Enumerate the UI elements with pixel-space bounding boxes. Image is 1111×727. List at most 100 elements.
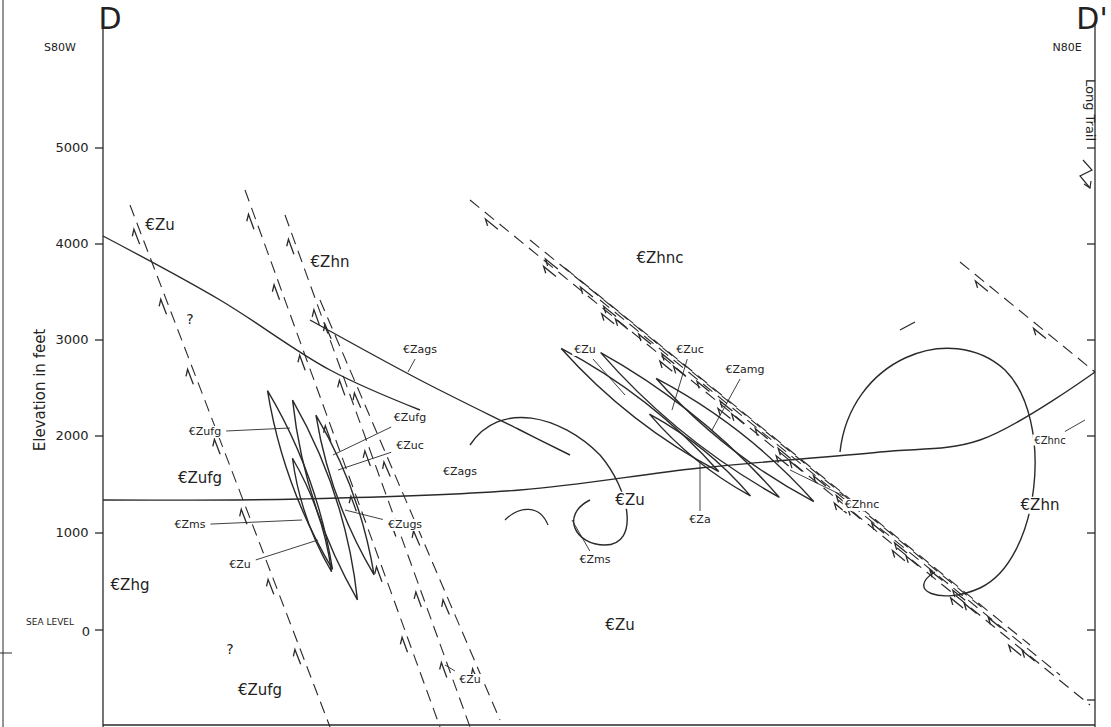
fault-motion-arrow <box>930 570 942 580</box>
fault-line <box>130 205 330 727</box>
fault-motion-arrow <box>718 408 730 418</box>
unit-label: €Zufg <box>176 470 224 487</box>
axis-tick <box>1087 699 1095 700</box>
unit-label: €Zufg <box>392 412 428 424</box>
place-label: Long Trail <box>1083 77 1097 143</box>
fault-motion-arrow <box>893 551 905 561</box>
fault-motion-arrow <box>412 531 420 546</box>
fault-motion-arrow <box>988 618 1000 628</box>
fault-motion-arrow <box>602 314 614 324</box>
leader-line <box>226 428 290 431</box>
fault-motion-arrow <box>674 366 686 376</box>
axis-tick <box>95 435 103 436</box>
fault-motion-arrow <box>247 214 254 229</box>
unit-label: €Zufg <box>187 426 223 438</box>
leader-line <box>445 665 455 671</box>
leader-line <box>338 452 391 470</box>
section-end-letter: D' <box>1074 2 1109 35</box>
leader-line <box>672 359 687 410</box>
ground-surface <box>103 372 1095 500</box>
axis-tick <box>1087 435 1095 436</box>
fault-motion-arrow <box>324 324 332 339</box>
direction-label: S80W <box>42 42 78 54</box>
leader-line <box>700 462 701 511</box>
location-arrow <box>1080 160 1092 188</box>
unit-label: €Zhn <box>309 254 352 271</box>
location-arrow <box>1084 181 1091 188</box>
unit-label: €Zhn <box>1019 497 1062 514</box>
fault-motion-arrow <box>400 637 407 652</box>
leader-line <box>345 510 383 519</box>
fault-motion-arrow <box>1034 328 1046 338</box>
fault-motion-arrow <box>414 592 421 607</box>
axis-tick-label: 4000 <box>53 237 90 251</box>
direction-label: N80E <box>1050 42 1083 54</box>
fault-motion-arrow <box>324 426 331 441</box>
leader-line <box>572 520 590 551</box>
unit-label: €Zugs <box>386 519 424 531</box>
axis-tick <box>95 147 103 148</box>
axis-tick <box>95 243 103 244</box>
leader-line <box>712 379 740 430</box>
unit-label: €Zu <box>143 217 176 234</box>
unit-label: €Zms <box>173 519 208 531</box>
leader-line <box>210 520 302 524</box>
frame-line <box>103 724 1095 725</box>
fold-outline <box>840 348 1035 596</box>
axis-tick-label: 5000 <box>53 141 90 155</box>
axis-line <box>102 22 103 727</box>
page-edge-line <box>3 0 4 727</box>
unit-label: €Zhnc <box>843 499 882 511</box>
fault-motion-arrow <box>964 603 976 613</box>
unit-label: €Zuc <box>394 440 426 452</box>
unit-label: €Zhnc <box>634 250 685 267</box>
fault-motion-arrow <box>186 369 193 384</box>
fault-line <box>600 300 1060 675</box>
axis-tick <box>1087 339 1095 340</box>
fold-outline <box>505 509 548 525</box>
axis-tick-label: 0 <box>80 625 92 639</box>
fault-motion-arrow <box>639 334 651 344</box>
fault-motion-arrow <box>338 380 345 395</box>
axis-tick <box>1087 532 1095 533</box>
fault-motion-arrow <box>383 462 391 477</box>
leader-line <box>1065 420 1085 432</box>
fault-motion-arrow <box>485 219 497 229</box>
fault-line <box>320 300 500 720</box>
axis-tick-label: 1000 <box>53 526 90 540</box>
fault-motion-arrow <box>975 281 987 291</box>
fault-line <box>245 190 440 727</box>
axis-tick-label: SEA LEVEL <box>24 618 76 628</box>
leader-line <box>408 359 415 372</box>
fault-motion-arrow <box>790 461 802 471</box>
axis-tick <box>1087 147 1095 148</box>
fault-motion-arrow <box>240 509 247 524</box>
leader-line <box>790 470 843 496</box>
query-mark: ? <box>184 312 195 327</box>
axis-tick <box>1087 629 1095 630</box>
unit-label: €Zuc <box>674 344 706 356</box>
unit-label: €Zamg <box>724 364 767 376</box>
fault-motion-arrow <box>951 598 963 608</box>
contact-line <box>310 320 570 455</box>
fault-motion-arrow <box>159 299 166 314</box>
fault-motion-arrow <box>349 496 356 511</box>
fault-motion-arrow <box>755 429 767 439</box>
unit-label: €Zhnc <box>1032 435 1067 446</box>
fold-outline <box>470 417 627 545</box>
unit-label: €Zu <box>457 674 483 686</box>
axis-tick <box>95 629 103 630</box>
fault-motion-arrow <box>906 556 918 566</box>
fault-motion-arrow <box>293 649 300 664</box>
axis-tick <box>1087 243 1095 244</box>
fault-line <box>565 268 1030 645</box>
unit-label: €Zhg <box>109 577 152 594</box>
axis-tick <box>95 532 103 533</box>
fault-motion-arrow <box>1009 645 1021 655</box>
unit-label: €Zms <box>578 554 613 566</box>
fault-motion-arrow <box>872 523 884 533</box>
unit-label: €Zags <box>401 344 439 356</box>
fault-motion-arrow <box>442 600 450 615</box>
unit-label: €Zu <box>227 559 253 571</box>
